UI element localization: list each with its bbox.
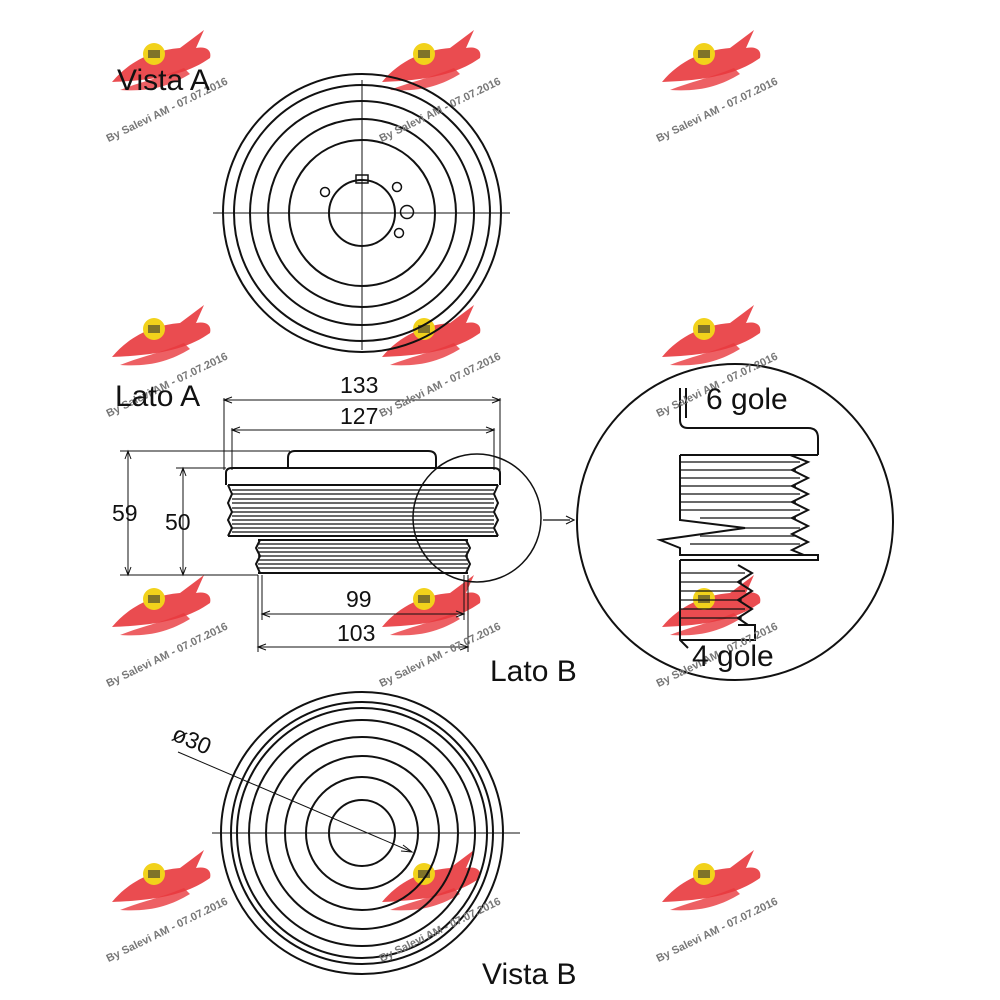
watermark-logos [112,30,761,911]
watermark-logo [382,575,481,636]
vista-a-view [213,73,510,353]
dimension-lines [120,396,502,853]
watermark-logo [662,850,761,911]
dimension-width-103: 103 [337,620,376,646]
vista-a-label: Vista A [117,64,210,97]
six-grooves-label: 6 gole [706,383,788,416]
dimension-outer-width: 133 [340,372,379,398]
dimension-height-pulley: 50 [165,509,191,535]
dimension-inner-width: 127 [340,403,379,429]
detail-enlargement [576,363,894,681]
lato-a-label: Lato A [115,380,201,413]
vista-b-view [212,691,520,975]
vista-b-label: Vista B [482,958,577,991]
watermark-logo [662,30,761,91]
dimension-width-99: 99 [346,586,372,612]
dimension-height-total: 59 [112,500,138,526]
watermark-logo [112,850,211,911]
lato-b-label: Lato B [490,655,577,688]
watermark-logo [112,305,211,366]
watermark-logo [382,30,481,91]
lato-a-side-view [225,450,576,583]
four-grooves-label: 4 gole [692,640,774,673]
watermark-logo [112,575,211,636]
watermark-logo [662,305,761,366]
